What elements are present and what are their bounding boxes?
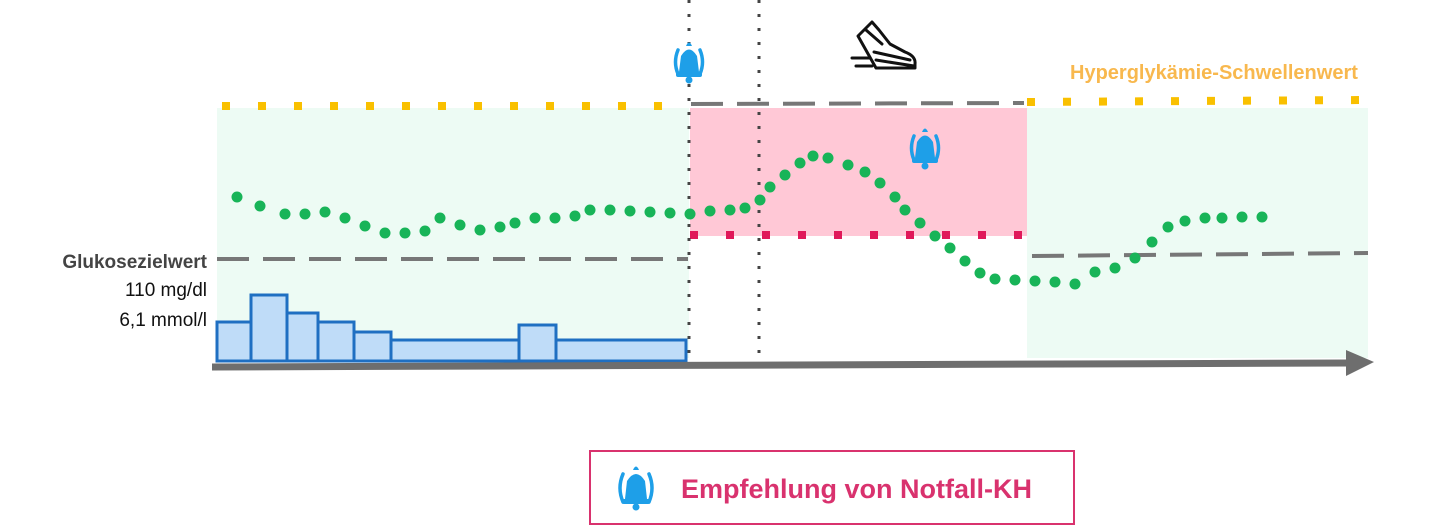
time-axis [211, 359, 1351, 371]
glucose-dot [1129, 252, 1141, 264]
glucose-target-title: Glukosezielwert [62, 252, 207, 273]
glucose-dot [1146, 236, 1158, 248]
target-zone-right [1027, 108, 1368, 358]
glucose-dot [1216, 212, 1228, 224]
glucose-dot [1236, 211, 1248, 223]
glucose-dot [299, 208, 311, 220]
hyperglycemia-zone [690, 108, 1027, 236]
raised-target-line [690, 101, 1025, 106]
glucose-dot [1009, 274, 1021, 286]
glucose-dot [1256, 211, 1268, 223]
glucose-dot [231, 191, 243, 203]
glucose-dot [494, 221, 506, 233]
glucose-dot [549, 212, 561, 224]
glucose-dot [764, 181, 776, 193]
glucose-dot [474, 224, 486, 236]
glucose-dot [1049, 276, 1061, 288]
insulin-bar [352, 330, 393, 363]
legend-text: Empfehlung von Notfall-KH [681, 474, 1032, 504]
insulin-bar [389, 338, 521, 363]
glucose-dot [399, 227, 411, 239]
insulin-bars [215, 293, 688, 363]
glucose-dot [822, 152, 834, 164]
glucose-dot [724, 204, 736, 216]
glucose-dot [1109, 262, 1121, 274]
insulin-bar [517, 323, 558, 363]
glucose-dot [1179, 215, 1191, 227]
glucose-dot [664, 207, 676, 219]
glucose-dot [1069, 278, 1081, 290]
glucose-dot [509, 217, 521, 229]
glucose-dot [1162, 221, 1174, 233]
glucose-dot [604, 204, 616, 216]
insulin-bar [285, 311, 320, 363]
glucose-dot [704, 205, 716, 217]
glucose-dot [739, 202, 751, 214]
glucose-dot [339, 212, 351, 224]
insulin-bar [249, 293, 289, 363]
glucose-dot [807, 150, 819, 162]
glucose-dot [779, 169, 791, 181]
glucose-dot [434, 212, 446, 224]
glucose-dot [419, 225, 431, 237]
glucose-dot [1029, 275, 1041, 287]
hyper-threshold-line-right [1026, 96, 1363, 106]
glucose-target-line-right [1031, 251, 1369, 258]
glucose-dot [529, 212, 541, 224]
glucose-dot [624, 205, 636, 217]
glucose-dot [794, 157, 806, 169]
glucose-dot [874, 177, 886, 189]
running-shoe-icon [850, 20, 917, 70]
bell-alarm-icon [618, 466, 654, 511]
glucose-dot [359, 220, 371, 232]
glucose-dot [989, 273, 1001, 285]
glucose-dot [1199, 212, 1211, 224]
glucose-dot [569, 210, 581, 222]
insulin-bar [554, 338, 688, 363]
glucose-dot [929, 230, 941, 242]
legend: Empfehlung von Notfall-KH [589, 450, 1075, 525]
glucose-dot [684, 208, 696, 220]
glucose-dot [379, 227, 391, 239]
glucose-curve [231, 150, 1268, 290]
glucose-target-mmol: 6,1 mmol/l [119, 310, 207, 331]
glucose-dot [974, 267, 986, 279]
glucose-dot [914, 217, 926, 229]
insulin-bar [215, 320, 253, 363]
glucose-dot [254, 200, 266, 212]
glucose-dot [644, 206, 656, 218]
glucose-dot [584, 204, 596, 216]
glucose-dot [889, 191, 901, 203]
glucose-dot [754, 194, 766, 206]
insulin-bar [316, 320, 356, 363]
glucose-dot [944, 242, 956, 254]
glucose-dot [1089, 266, 1101, 278]
glucose-dot [859, 166, 871, 178]
glucose-dot [842, 159, 854, 171]
bell-alarm-icon [673, 40, 705, 86]
glucose-dot [319, 206, 331, 218]
glucose-dot [959, 255, 971, 267]
glucose-dot [454, 219, 466, 231]
glucose-dot [279, 208, 291, 220]
glucose-target-mg: 110 mg/dl [124, 280, 207, 301]
hyper-threshold-label: Hyperglykämie-Schwellenwert [1070, 62, 1358, 84]
time-axis-arrow [1346, 350, 1374, 376]
glucose-dot [899, 204, 911, 216]
